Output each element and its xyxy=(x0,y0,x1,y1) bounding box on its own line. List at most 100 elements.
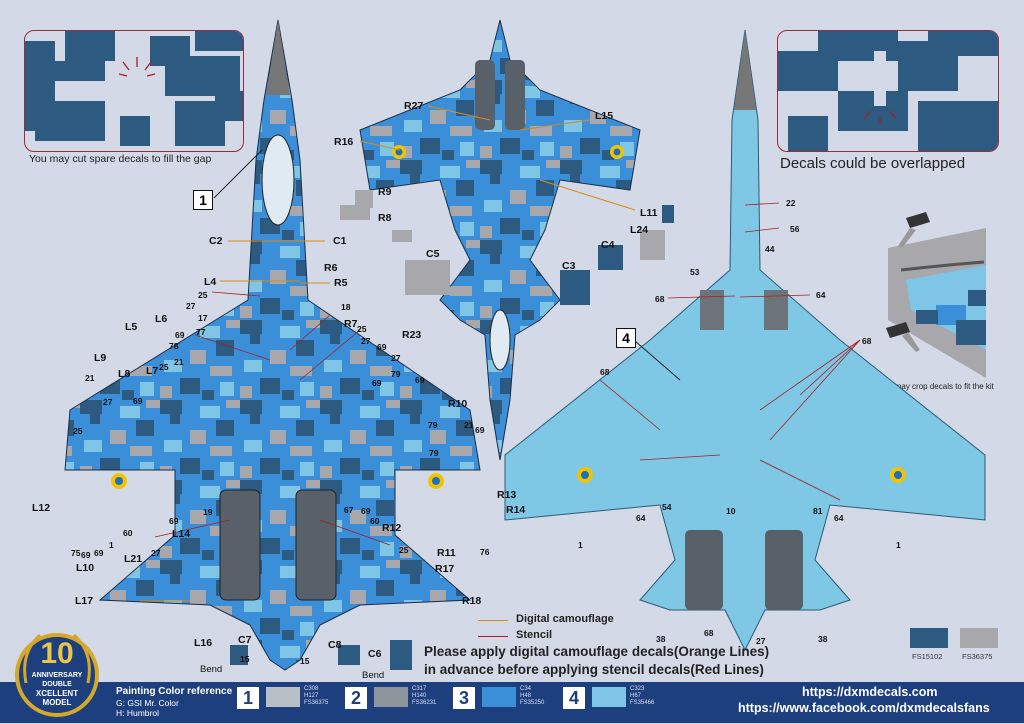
decal-label: R12 xyxy=(382,522,402,534)
note-crop: You may crop decals to fit the kit xyxy=(879,382,994,391)
stencil-number: 1 xyxy=(896,540,901,550)
stencil-number: 54 xyxy=(662,502,672,512)
stencil-number: 69 xyxy=(377,342,387,352)
decal-label: R5 xyxy=(334,277,348,289)
stencil-number: 19 xyxy=(203,507,213,517)
top-view-aircraft xyxy=(64,19,481,671)
logo-text-4: MODEL xyxy=(42,698,72,707)
decal-label: L15 xyxy=(595,110,614,122)
decal-label: R11 xyxy=(437,547,456,559)
paint-code: FS35250 xyxy=(520,700,545,706)
stencil-number: 44 xyxy=(765,244,775,254)
stencil-number: 64 xyxy=(816,290,826,300)
stencil-number: 64 xyxy=(834,513,844,523)
paint-number-box: 3 xyxy=(452,686,476,710)
stencil-number: 15 xyxy=(240,654,250,664)
small-top-view-aircraft xyxy=(359,19,641,461)
paint-number-box: 2 xyxy=(344,686,368,710)
legend-stencil-line xyxy=(478,636,508,637)
fs-code-dark: FS15102 xyxy=(912,652,943,661)
paint-swatch xyxy=(374,687,408,707)
decal-label: L14 xyxy=(172,528,191,540)
stencil-number: 79 xyxy=(391,369,401,379)
fs-swatch-grey xyxy=(960,628,998,648)
camo-leader-lines xyxy=(140,105,636,602)
stencil-number: 68 xyxy=(655,294,665,304)
decal-label: R23 xyxy=(402,329,422,341)
stencil-number: 69 xyxy=(81,550,91,560)
decal-label: C7 xyxy=(238,634,252,646)
camo-pattern-inset-2 xyxy=(778,31,998,151)
legend-stencil-label: Stencil xyxy=(516,629,553,641)
decal-label: R9 xyxy=(378,186,392,198)
decal-label: R6 xyxy=(324,262,338,274)
marker-leader-lines xyxy=(213,149,681,381)
decal-label: L4 xyxy=(204,276,217,288)
stencil-number: 25 xyxy=(198,290,208,300)
stencil-number: 17 xyxy=(198,313,208,323)
fs-code-grey: FS36375 xyxy=(962,652,993,661)
underside-view-aircraft xyxy=(504,29,986,652)
decal-label: L5 xyxy=(125,321,138,333)
decal-label: L16 xyxy=(194,637,213,649)
stencil-number: 27 xyxy=(361,336,371,346)
stencil-number: 1 xyxy=(109,540,114,550)
decal-label: L9 xyxy=(94,352,107,364)
facebook-url[interactable]: https://www.facebook.com/dxmdecalsfans xyxy=(738,701,990,715)
paint-code: C323 xyxy=(630,686,645,692)
legend-camo-label: Digital camouflage xyxy=(516,613,614,625)
stencil-number: 76 xyxy=(480,547,490,557)
decal-label: C8 xyxy=(328,639,342,651)
paint-swatch xyxy=(482,687,516,707)
stencil-number: 60 xyxy=(123,528,133,538)
decal-label: R27 xyxy=(404,100,424,112)
paint-reference-g: G: GSI Mr. Color xyxy=(116,698,179,708)
decal-label: C3 xyxy=(562,260,576,272)
stencil-number: 69 xyxy=(94,548,104,558)
stencil-number: 69 xyxy=(175,330,185,340)
stencil-number: 25 xyxy=(357,324,367,334)
stencil-number: 38 xyxy=(818,634,828,644)
inset-overlapped xyxy=(777,30,999,152)
bend-label: Bend xyxy=(362,670,385,681)
paint-code: C308 xyxy=(304,686,319,692)
decal-label: L7 xyxy=(146,365,159,377)
paint-code: H140 xyxy=(412,693,427,699)
stencil-number: 60 xyxy=(370,516,380,526)
bend-label: Bend xyxy=(200,664,223,675)
stencil-number: 21 xyxy=(174,357,184,367)
view-marker-4: 4 xyxy=(616,328,636,348)
decal-label: R7 xyxy=(344,318,358,330)
stencil-number: 10 xyxy=(726,506,736,516)
spare-decal-patches xyxy=(230,190,674,670)
decal-label: L17 xyxy=(75,595,94,607)
decal-label: R18 xyxy=(462,595,482,607)
inset-cut-spare xyxy=(24,30,244,152)
stencil-number: 69 xyxy=(361,506,371,516)
decal-label: C1 xyxy=(333,235,347,247)
decal-label: C2 xyxy=(209,235,223,247)
knife-icon-bottom xyxy=(886,322,920,352)
paint-code: H67 xyxy=(630,693,642,699)
stencil-number: 81 xyxy=(813,506,823,516)
stencil-number: 22 xyxy=(786,198,796,208)
stencil-number: 25 xyxy=(73,426,83,436)
stencil-number: 27 xyxy=(151,548,161,558)
paint-code: H127 xyxy=(304,693,319,699)
site-url[interactable]: https://dxmdecals.com xyxy=(802,685,938,699)
paint-code: C317 xyxy=(412,686,427,692)
logo-text-1: ANNIVERSARY xyxy=(31,672,83,679)
crop-detail-graphic xyxy=(886,212,986,378)
paint-number-box: 1 xyxy=(236,686,260,710)
paint-reference-title: Painting Color reference xyxy=(116,686,233,697)
stencil-number: 67 xyxy=(344,505,354,515)
stencil-number: 69 xyxy=(169,516,179,526)
stencil-number: 27 xyxy=(186,301,196,311)
stencil-number: 25 xyxy=(399,545,409,555)
stencil-number: 27 xyxy=(756,636,766,646)
decal-label: R13 xyxy=(497,489,517,501)
stencil-number: 77 xyxy=(196,327,206,337)
legend-camo-line xyxy=(478,620,508,621)
decal-label: R17 xyxy=(435,563,455,575)
decal-label: L8 xyxy=(118,368,131,380)
